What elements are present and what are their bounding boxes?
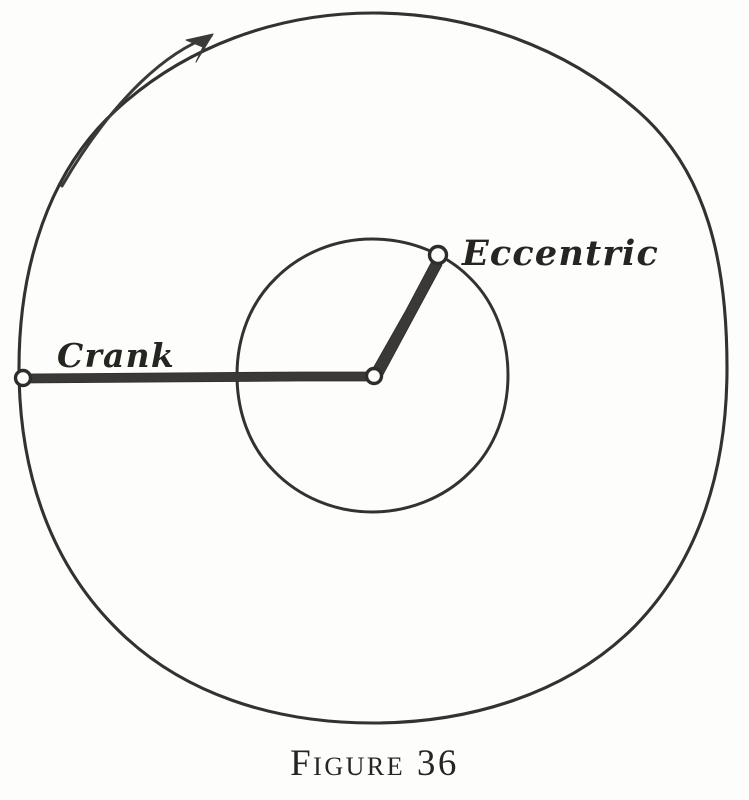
eccentric-label: Eccentric [461, 233, 659, 274]
crank-label: Crank [57, 336, 175, 375]
rotation-arrowhead-icon [185, 33, 214, 63]
center-hub-pin [364, 366, 384, 386]
eccentric-circle-group [235, 237, 510, 514]
rotation-arrow-arc [60, 34, 213, 188]
figure-caption: Figure 36 [290, 743, 459, 784]
crank-pin [13, 368, 33, 388]
crank-circle-group [17, 11, 729, 725]
eccentric-circle [235, 237, 510, 514]
crank-circle [17, 11, 729, 725]
eccentric-arm-group [366, 260, 443, 385]
eccentric-pin [427, 244, 449, 266]
rotation-direction-arrow [60, 33, 214, 188]
eccentric-arm [366, 260, 443, 385]
pins-group [13, 244, 449, 388]
